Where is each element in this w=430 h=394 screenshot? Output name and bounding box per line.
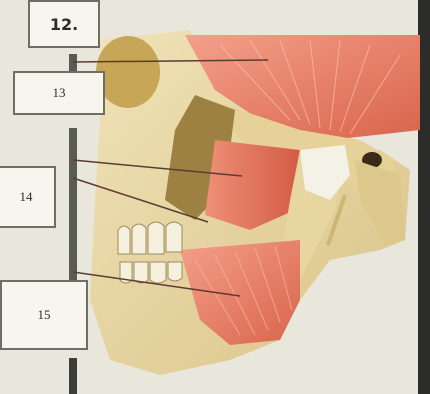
indicator-bar-14 bbox=[69, 128, 77, 290]
label-box-15: 15 bbox=[0, 280, 88, 350]
label-box-12: 12. bbox=[28, 0, 100, 48]
label-box-14: 14 bbox=[0, 166, 56, 228]
orbit-shadow bbox=[96, 36, 160, 108]
indicator-bar-15 bbox=[69, 358, 77, 394]
label-box-13: 13 bbox=[13, 71, 105, 115]
teeth bbox=[118, 222, 182, 283]
